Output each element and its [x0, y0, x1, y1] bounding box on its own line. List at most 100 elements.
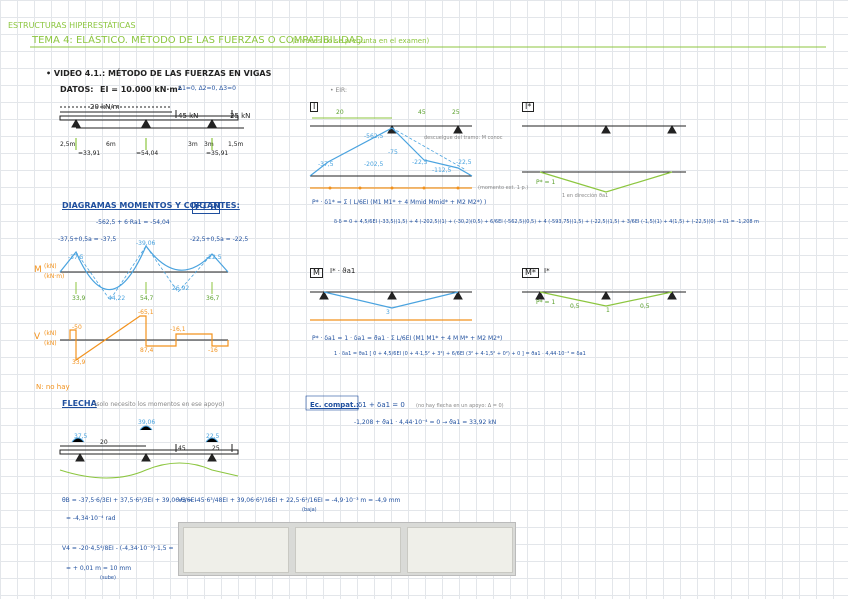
eq-delta-full: δ·δ = 0 + 4,5/6EI (-33,5)(1,5) + 4 (-202… — [334, 219, 760, 225]
v-val-0: -50 — [72, 324, 82, 331]
reaction-3: =35,91 — [206, 150, 229, 157]
flecha-load-2: 25 — [212, 445, 220, 452]
v-val-5: 87,4 — [140, 347, 154, 354]
eq-v3: V3 = -45·6³/48EI + 39,06·6²/16EI + 22,5·… — [178, 497, 401, 504]
m-arrows — [75, 282, 213, 294]
compat-note: (no hay flecha en un apoyo: Δ = 0) — [416, 403, 504, 409]
n-note: N: no hay — [36, 383, 70, 391]
m-curve — [59, 244, 229, 291]
case-i-star-beam — [522, 124, 686, 134]
flecha-load-1: 45 — [178, 445, 186, 452]
course-title: ESTRUCTURAS HIPERESTÁTICAS — [8, 21, 136, 30]
span-2: 6m — [106, 141, 116, 148]
m-left-note: -37,5+0,5a = -37,5 — [58, 236, 117, 243]
ei-value: EI = 10.000 kN·m² — [100, 85, 182, 94]
thumb-panel-3 — [407, 527, 513, 573]
m-mid-note: -39,06 — [136, 240, 156, 247]
thumb-panel-2 — [295, 527, 401, 573]
m-iso-4: -22,5 — [412, 159, 428, 166]
v-val-4: 33,9 — [72, 359, 86, 366]
note-descuelgue: descuelgue del tramo: M conoc — [424, 135, 503, 141]
v-curve — [69, 315, 229, 362]
beam-load-p2: 25 kN — [230, 112, 251, 120]
m-val-1: -22,5 — [206, 254, 222, 261]
top-val-2: 25 — [452, 109, 460, 116]
reaction-1: =33,91 — [78, 150, 101, 157]
flecha-load-0: 20 — [100, 439, 108, 446]
m-val-mid: 3 — [386, 309, 390, 316]
case-m-star-curve — [539, 291, 673, 307]
m-unit-bot: (kN·m) — [44, 273, 65, 280]
m-dashed — [75, 245, 213, 301]
compat-result: -1,208 + ϑa1 · 4,44·10⁻⁴ = 0 → ϑa1 = 33,… — [354, 419, 497, 426]
case-i-star-curve — [539, 171, 673, 193]
span-4: 3m — [204, 141, 214, 148]
compat-eq: δ1 + δa1 = 0 — [358, 401, 405, 409]
m-iso-3: -75 — [388, 149, 398, 156]
case-i: I — [310, 102, 319, 112]
case-m-curve — [323, 291, 459, 309]
supports-note: Δ1=0, Δ2=0, Δ3=0 — [178, 85, 236, 92]
m-iso-2: -37,5 — [318, 161, 334, 168]
m-iso-0: -562,5 — [364, 133, 384, 140]
diagrams-tag: I + H — [192, 202, 220, 214]
topic-title: TEMA 4: ELÁSTICO. MÉTODO DE LAS FUERZAS … — [32, 35, 367, 46]
diagrams-title: DIAGRAMAS MOMENTOS Y CORTANTES: — [62, 201, 240, 210]
m-val-5: 36,7 — [206, 295, 220, 302]
thumb-panel-1 — [183, 527, 289, 573]
eq-delta: P* · δ1* = Σ ( L/6EI (M1 M1* + 4 Mmid Mm… — [312, 199, 487, 206]
top-val-1: 45 — [418, 109, 426, 116]
main-beam — [59, 106, 244, 129]
m-right-note: -22,5+0,5a = -22,5 — [190, 236, 249, 243]
m-axis-label: M — [34, 265, 42, 275]
video-title: • VIDEO 4.1.: MÉTODO DE LAS FUERZAS EN V… — [46, 69, 272, 78]
span-1: 2,5m — [60, 141, 76, 148]
v-val-3: -16 — [208, 347, 218, 354]
m-val-2: 44,22 — [108, 295, 126, 302]
m-iso-6: -22,5 — [456, 159, 472, 166]
m-val-6: 33,9 — [72, 295, 86, 302]
note-moment: (momento ext. 1 p.) — [478, 185, 529, 191]
case-i-m-curve — [309, 127, 473, 177]
m-star-val-1: 0,5 — [570, 303, 580, 310]
flecha-m-0: 37,5 — [74, 433, 88, 440]
m-val-0: -37,5 — [68, 254, 84, 261]
reaction-2: =54,04 — [136, 150, 159, 157]
span-3: 3m — [188, 141, 198, 148]
case-m-star: M* — [522, 268, 539, 278]
eq-v3-note: (baja) — [302, 507, 317, 513]
case-m-star-tag: I* — [544, 267, 550, 275]
case-m-beam — [310, 290, 472, 300]
m-star-val-0: 1 — [606, 307, 610, 314]
case-m-star-beam — [522, 290, 686, 300]
case-i-m-dashed — [391, 127, 467, 171]
flecha-title: FLECHA — [62, 399, 97, 408]
diagrams-top-note: -562,5 + 6·Ra1 = -54,04 — [96, 219, 170, 226]
res-v4: = + 0,01 m = 10 mm — [66, 565, 132, 572]
flecha-m-1: 39,06 — [138, 419, 156, 426]
m-val-4: 26,92 — [172, 285, 190, 292]
case-i-star: I* — [522, 102, 535, 112]
m-val-3: 54,7 — [140, 295, 154, 302]
flecha-deflection — [59, 462, 239, 479]
m-iso-1: -202,5 — [364, 161, 384, 168]
v-unit-top: (kN) — [44, 330, 57, 337]
note-one: 1 en dirección ϑa1 — [562, 193, 609, 199]
flecha-beam — [59, 444, 239, 462]
topic-note: (a veces no se pregunta en el examen) — [292, 37, 430, 45]
v-unit-bot: (kN) — [44, 340, 57, 347]
main-beam-reactions — [75, 138, 213, 150]
eq-delta2-full: 1 · δa1 = ϑa1 [ 0 + 4,5/6EI (0 + 4·1,5² … — [334, 351, 586, 357]
m-star-val-2: 0,5 — [640, 303, 650, 310]
case-m: M — [310, 268, 323, 278]
m-unit-top: (kN) — [44, 263, 57, 270]
photo-thumbnail — [178, 522, 516, 576]
v-axis-label: V — [34, 332, 41, 342]
m-star-p1: P* = 1 — [536, 299, 556, 306]
v-val-1: -65,1 — [138, 309, 154, 316]
case-m-tag: I* · ϑa1 — [330, 267, 356, 275]
flecha-moment-arrows — [71, 425, 219, 443]
eq-delta2: P* · δa1 = 1 · δa1 = ϑa1 · Σ L/6EI (M1 M… — [312, 335, 503, 342]
flecha-note: (solo necesito los momentos en ese apoyo… — [94, 401, 225, 408]
